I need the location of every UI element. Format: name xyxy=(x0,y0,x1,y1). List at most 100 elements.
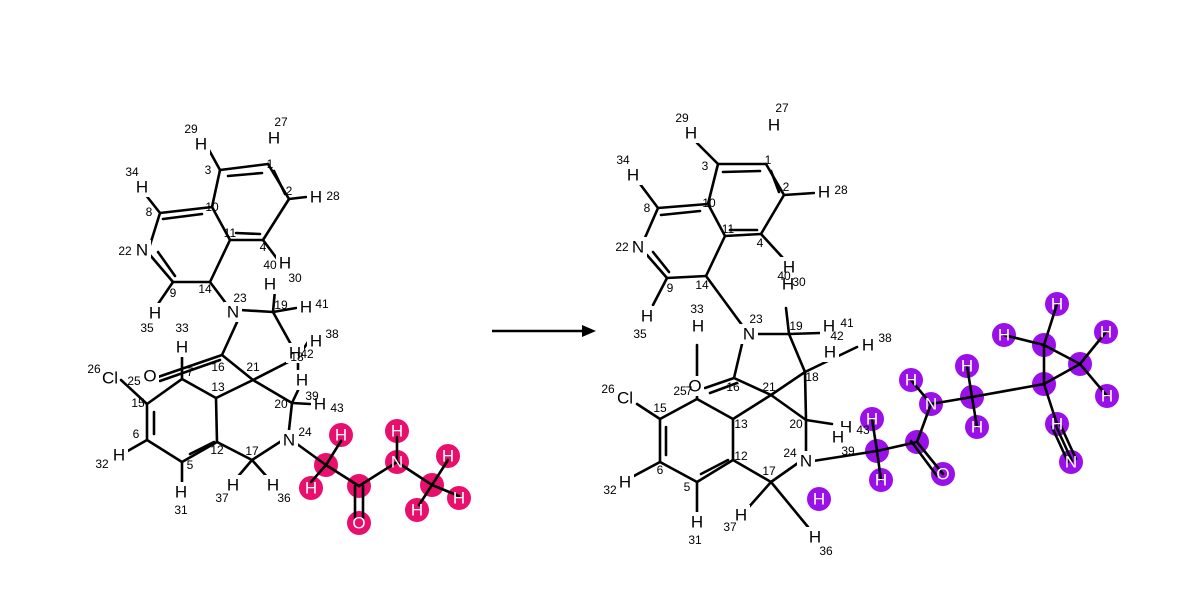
bond-58 xyxy=(915,402,933,444)
atom-index-42: 42 xyxy=(300,347,314,361)
bond-58 xyxy=(324,463,361,488)
atom-index-37: 37 xyxy=(215,491,229,505)
bond-2 xyxy=(759,193,786,236)
bond-74 xyxy=(1050,425,1070,464)
highlight-atom-h-label: H xyxy=(866,410,878,429)
atom-index-31: 31 xyxy=(688,533,702,547)
atom-index-18: 18 xyxy=(805,370,819,384)
atom-h-label: H xyxy=(627,166,639,185)
bond-56 xyxy=(324,439,343,467)
bond-17 xyxy=(143,192,162,215)
atom-label-bg xyxy=(293,370,311,390)
atom-index-32: 32 xyxy=(603,483,617,497)
bond-5 xyxy=(706,162,720,206)
bond-21 xyxy=(156,280,175,306)
atom-index-26: 26 xyxy=(87,362,101,376)
bond-28 xyxy=(703,376,736,390)
atom-index-30: 30 xyxy=(288,271,302,285)
highlight-atom-20 xyxy=(807,487,831,511)
atom-index-43: 43 xyxy=(330,401,344,415)
atom-label-bg xyxy=(146,303,164,323)
atom-index-33: 33 xyxy=(175,321,189,335)
atom-index-36: 36 xyxy=(277,491,291,505)
bond-50 xyxy=(119,378,149,406)
atom-index-8: 8 xyxy=(146,205,153,219)
atom-label-bg xyxy=(815,182,833,202)
atom-label-bg xyxy=(688,512,706,532)
atom-index-27: 27 xyxy=(775,101,789,115)
atom-index-26: 26 xyxy=(601,382,615,396)
atom-label-bg xyxy=(686,376,704,396)
atom-label-bg xyxy=(616,472,634,492)
atom-h-label: H xyxy=(279,254,291,273)
atom-index-18: 18 xyxy=(290,350,304,364)
atom-index-39: 39 xyxy=(305,389,319,403)
atom-index-22: 22 xyxy=(118,244,132,258)
atom-index-21: 21 xyxy=(762,380,776,394)
atom-h-label: H xyxy=(641,307,653,326)
highlight-atom-h-label: H xyxy=(442,447,454,466)
atom-index-14: 14 xyxy=(198,282,212,296)
bond-61 xyxy=(909,378,933,406)
bond-73 xyxy=(1042,382,1059,426)
atom-label-bg xyxy=(133,177,151,197)
bond-41 xyxy=(695,458,735,484)
bond-69 xyxy=(1042,302,1059,347)
bond-46 xyxy=(635,402,662,421)
atom-index-23: 23 xyxy=(749,312,763,326)
bond-60 xyxy=(395,460,434,487)
atom-index-21: 21 xyxy=(246,360,260,374)
bond-65 xyxy=(970,382,1046,399)
atom-index-22: 22 xyxy=(615,240,629,254)
bond-44 xyxy=(271,306,298,314)
bond-21 xyxy=(651,276,669,307)
atom-label-bg xyxy=(820,316,838,336)
atom-h-label: H xyxy=(300,298,312,317)
atom-index-19: 19 xyxy=(789,319,803,333)
bond-15 xyxy=(659,209,702,217)
arrow-head xyxy=(582,325,596,337)
bond-35 xyxy=(804,418,834,426)
bond-36 xyxy=(214,396,219,444)
atom-h-label: H xyxy=(314,395,326,414)
atom-index-1: 1 xyxy=(267,157,274,171)
bond-57 xyxy=(309,463,328,484)
bond-4 xyxy=(706,202,727,238)
reactant-bonds xyxy=(119,148,461,520)
atom-index-12: 12 xyxy=(734,449,748,463)
bond-38 xyxy=(658,397,699,421)
atom-label-bg xyxy=(224,302,242,322)
atom-label-bg xyxy=(829,427,847,447)
atom-label-bg xyxy=(311,394,329,414)
atom-label-bg xyxy=(307,331,325,351)
atom-index-11: 11 xyxy=(722,222,735,236)
bond-2 xyxy=(261,197,291,242)
bond-44 xyxy=(699,458,730,476)
atom-h-label: H xyxy=(782,275,794,294)
bond-18 xyxy=(695,141,720,166)
bond-33 xyxy=(803,370,808,422)
product-highlights xyxy=(807,292,1119,511)
bond-30 xyxy=(732,376,773,397)
atom-index-40: 40 xyxy=(263,258,277,272)
bond-59 xyxy=(357,460,399,488)
highlight-atom-10 xyxy=(405,498,429,522)
atom-index-43: 43 xyxy=(856,423,870,437)
bond-70 xyxy=(1002,333,1046,347)
atom-label-bg xyxy=(616,388,634,408)
highlight-atom-h-label: H xyxy=(305,479,317,498)
atom-h-label: H xyxy=(289,344,301,363)
bond-54 xyxy=(811,449,879,463)
atom-h-label: H xyxy=(783,258,795,277)
bond-16 xyxy=(651,250,671,274)
bond-39 xyxy=(215,440,254,462)
atom-index-27: 27 xyxy=(274,115,288,129)
bond-12 xyxy=(645,253,669,280)
highlight-atom-h-label: H xyxy=(1051,415,1063,434)
reactant-molecule: NNNClHHHHHHHHHHHHHHHHHOHHHHHNHHO 1234567… xyxy=(87,115,471,535)
highlight-atom-h-label: H xyxy=(998,326,1010,345)
atom-h-label: H xyxy=(824,343,836,362)
atom-h-label: H xyxy=(310,332,322,351)
atom-index-29: 29 xyxy=(184,122,198,136)
bond-25 xyxy=(784,306,791,336)
